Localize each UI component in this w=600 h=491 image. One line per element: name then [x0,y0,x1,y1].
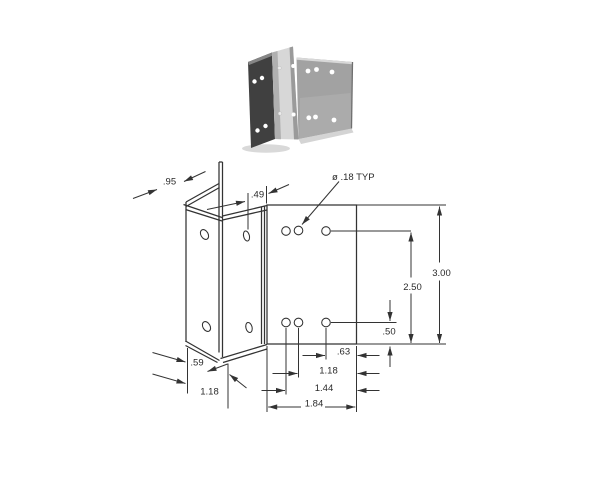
dim-050-label: .50 [382,327,395,338]
dim-095-arrow-left [132,189,158,199]
panel-fold-top-edge [183,203,223,222]
dim-144-label: 1.44 [315,383,334,394]
dim-300-label: 3.00 [432,268,451,279]
dim-049-arrow-right [268,184,290,194]
dim-118-left-label: 1.18 [200,387,219,398]
photo-holes [252,64,337,133]
photo-shadow [242,144,290,153]
dim-118-right-label: 1.18 [319,366,338,377]
panel-hole-top [199,229,210,240]
photo-left-panel [248,52,275,148]
plate-hole-bottom-2 [293,317,304,328]
web-right-edge [260,206,266,344]
dimension-lines [132,171,443,410]
product-photo [242,46,354,153]
photo-right-plate-edge [350,61,354,129]
web-hole-top [242,230,251,242]
hole-callout-leader [301,181,340,225]
web-bottom-edge [220,343,268,364]
photo-left-panel-top-edge [248,52,273,65]
dim-063-label: .63 [337,347,350,358]
web-hole-bottom [245,321,253,334]
dim-118l-arrow-left [152,373,186,384]
plate-hole-top-1 [281,226,291,236]
dim-095-label: .95 [163,177,176,188]
plate-hole-bottom-3 [321,317,331,328]
photo-plate-shadow [298,128,354,144]
panel-bottom-edge [185,340,220,364]
dim-049-label: .49 [251,190,264,201]
plate-hole-bottom-1 [281,317,291,328]
dim-059-label: .59 [190,358,203,369]
dim-059-arrow-right [207,363,228,372]
technical-drawing: .95 .49 ø .18 TYP 3.00 2.50 .50 .63 1.18… [132,161,451,412]
photo-channel-left-shade [272,51,281,140]
photo-channel-right-strip [289,46,299,140]
web-upstand-edge [218,161,224,357]
dim-118l-arrow-right [229,374,247,389]
drawing-holes [199,225,331,334]
hole-callout-label: ø .18 TYP [332,172,375,183]
plate-hole-top-3 [321,226,331,236]
photo-holes-faint [277,65,283,116]
dim-095-arrow-right [183,171,206,182]
web-top-edge [222,204,268,221]
photo-right-plate-highlight [296,57,353,65]
plate-hole-top-2 [293,225,304,236]
dim-184-label: 1.84 [305,399,324,410]
photo-right-plate-lower-sheen [299,93,352,139]
dim-250-label: 2.50 [403,282,422,293]
panel-hole-bottom [201,321,212,332]
extension-lines [187,186,446,412]
plate-outline [266,204,358,345]
dim-059-arrow-left [152,352,186,363]
dim-049-arrow-left [206,200,246,210]
panel-top-edge [185,182,220,208]
dimension-labels: .95 .49 ø .18 TYP 3.00 2.50 .50 .63 1.18… [163,172,451,410]
